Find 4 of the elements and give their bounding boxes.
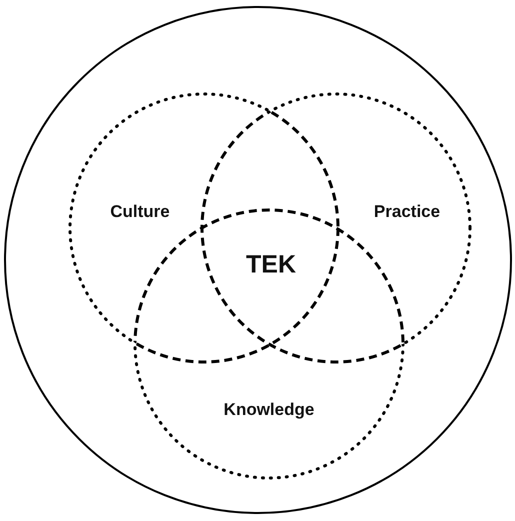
center-label: TEK (246, 250, 296, 280)
circle-label: Culture (110, 202, 170, 222)
circle-label: Knowledge (224, 400, 314, 420)
circle-label: Practice (374, 202, 440, 222)
